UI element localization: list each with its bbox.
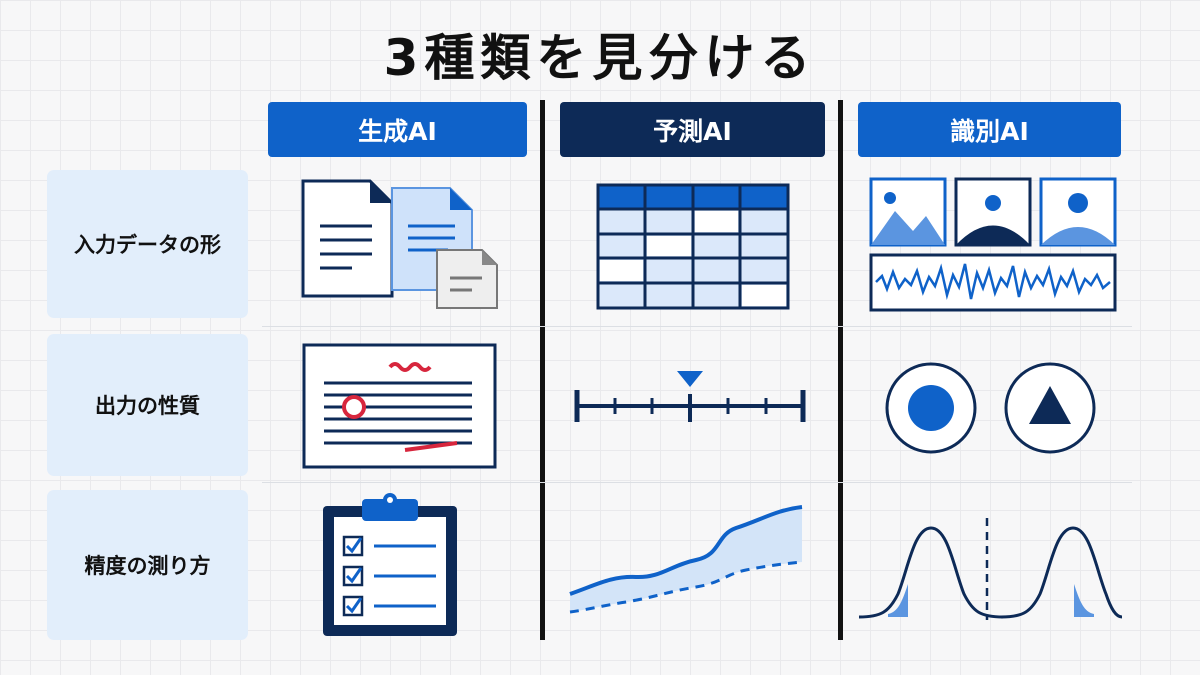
class-symbols-icon [884, 360, 1099, 458]
row-label-accuracy-measurement: 精度の測り方 [47, 490, 248, 640]
page-title: 3種類を見分ける [383, 29, 817, 87]
documents-icon [300, 178, 505, 313]
table-icon [596, 183, 790, 310]
checklist-clipboard-icon [320, 491, 460, 639]
image-and-waveform-icon [868, 176, 1118, 314]
row-divider [262, 326, 1132, 327]
number-line-marker-icon [570, 366, 810, 430]
forecast-band-chart-icon [566, 500, 806, 615]
column-divider [838, 100, 843, 640]
row-label-output-nature: 出力の性質 [47, 334, 248, 476]
edited-text-document-icon [302, 343, 497, 470]
row-label-input-data-shape: 入力データの形 [47, 170, 248, 318]
column-header-generative-ai: 生成AI [268, 102, 527, 157]
column-header-discriminative-ai: 識別AI [858, 102, 1121, 157]
row-divider [262, 482, 1132, 483]
column-divider [540, 100, 545, 640]
distribution-curves-icon [856, 514, 1124, 622]
column-header-predictive-ai: 予測AI [560, 102, 825, 157]
